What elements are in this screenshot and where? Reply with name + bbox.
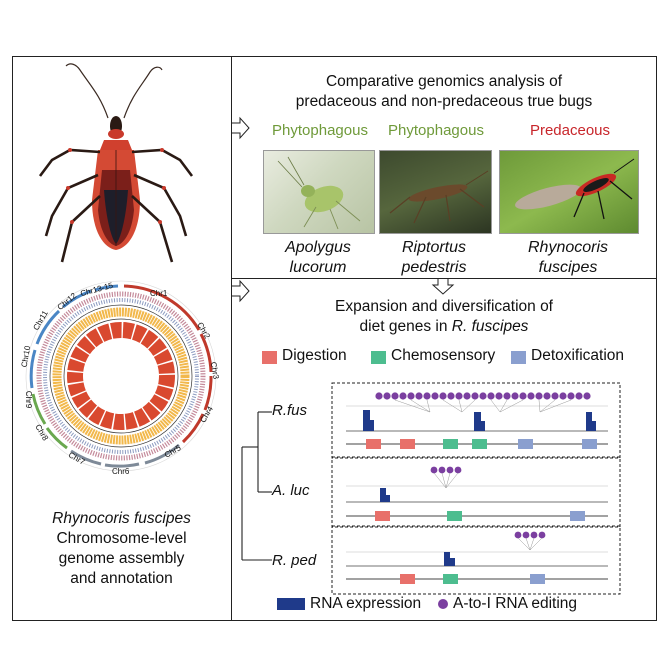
tree-label-aluc: A. luc — [272, 482, 310, 499]
species-riptortus-epithet: pedestris — [401, 259, 467, 276]
diet-label-rhynocoris: Predaceous — [529, 122, 611, 139]
legend-detoxification-swatch — [511, 351, 526, 364]
chr-label-1: Chr1 — [150, 289, 168, 298]
legend-detoxification-label: Detoxification — [531, 347, 625, 364]
species-apolygus-epithet: lucorum — [289, 259, 347, 276]
chr-label-6: Chr6 — [112, 467, 130, 476]
diet-label-apolygus: Phytophagous — [272, 122, 368, 139]
vertical-divider — [231, 56, 232, 621]
genome-caption-line1: Chromosome-level — [56, 530, 187, 547]
genome-caption-line3: and annotation — [70, 570, 173, 587]
legend-expression-label: RNA expression — [310, 595, 422, 612]
chr-label-9: Chr9 — [24, 390, 34, 409]
figure-frame — [12, 56, 657, 621]
comparative-title-line1: Comparative genomics analysis of — [325, 73, 563, 90]
expansion-title-line1: Expansion and diversification of — [335, 298, 553, 315]
photo-rhynocoris — [499, 150, 639, 234]
legend-digestion-label: Digestion — [282, 347, 347, 364]
species-rhynocoris-epithet: fuscipes — [538, 259, 598, 276]
comparative-title-line2: predaceous and non-predaceous true bugs — [295, 93, 593, 110]
legend-editing-label: A-to-I RNA editing — [453, 595, 578, 612]
photo-apolygus — [263, 150, 375, 234]
expansion-title-line2: diet genes in R. fuscipes — [359, 318, 529, 335]
photo-riptortus — [379, 150, 492, 234]
genome-caption-line2: genome assembly — [58, 550, 185, 567]
riptortus-illustration — [389, 170, 489, 224]
species-riptortus-genus: Riptortus — [401, 239, 467, 256]
tree-label-rfus: R.fus — [272, 402, 308, 419]
legend-chemosensory-label: Chemosensory — [391, 347, 496, 364]
horizontal-divider — [231, 278, 657, 279]
apolygus-illustration — [277, 156, 361, 230]
genome-species-name: Rhynocoris fuscipes — [52, 510, 191, 527]
rhynocoris-illustration — [515, 158, 635, 220]
species-rhynocoris-genus: Rhynocoris — [527, 239, 609, 256]
tree-label-rped: R. ped — [272, 552, 317, 569]
legend-digestion-swatch — [262, 351, 277, 364]
legend-chemosensory-swatch — [371, 351, 386, 364]
species-apolygus-genus: Apolygus — [285, 239, 351, 256]
diet-label-riptortus: Phytophagous — [388, 122, 484, 139]
